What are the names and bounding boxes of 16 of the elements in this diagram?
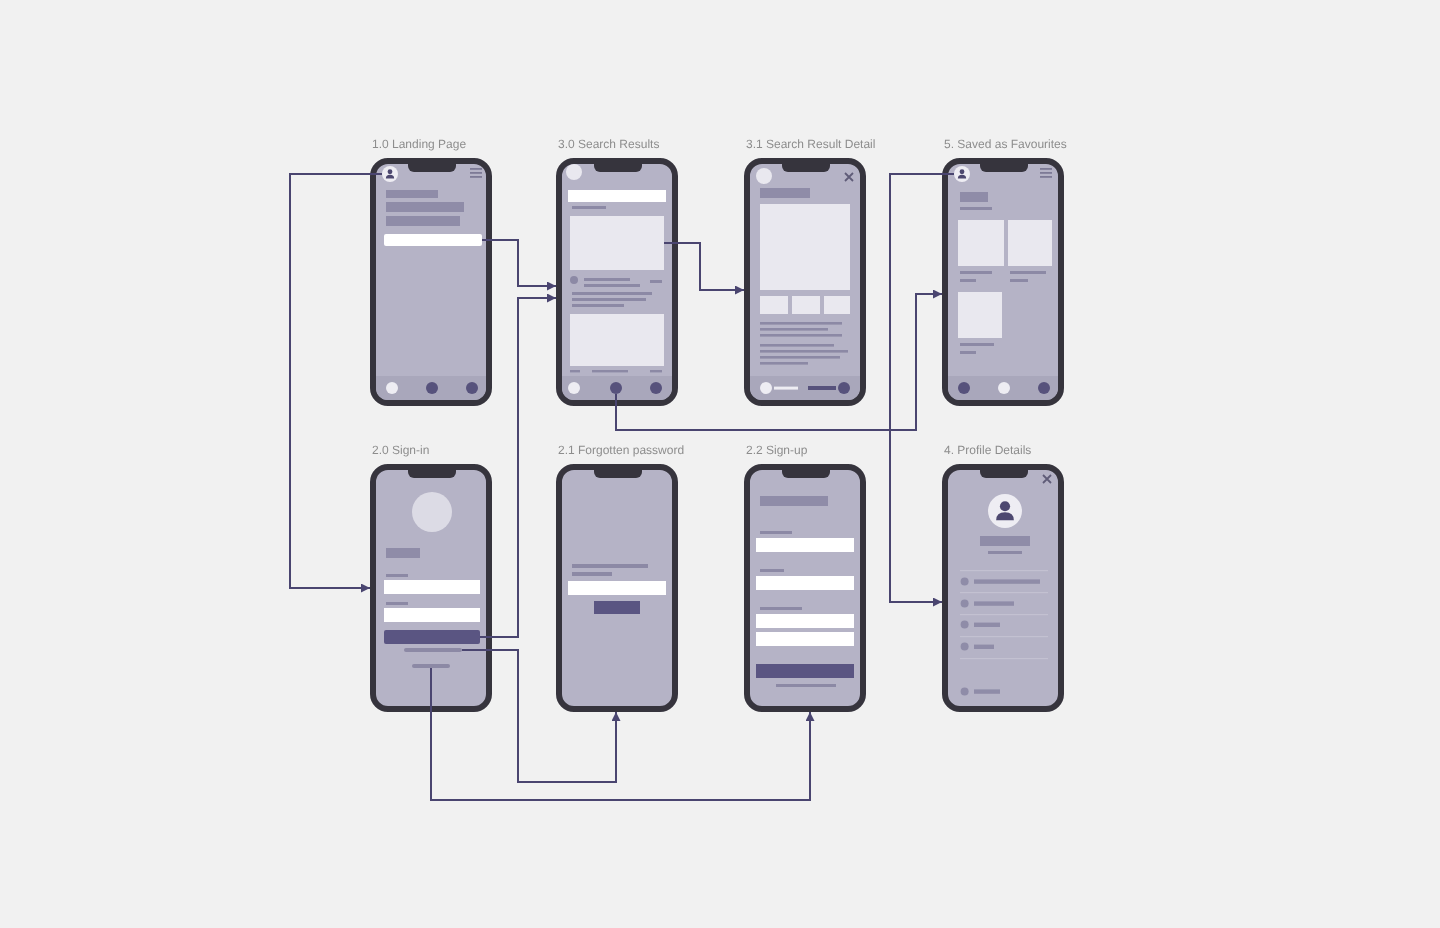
- connector-arrow: [889, 173, 955, 607]
- avatar-icon: [382, 166, 398, 182]
- connector-arrow: [430, 667, 815, 801]
- link-placeholder: [412, 664, 450, 668]
- link-placeholder: [404, 648, 462, 652]
- image-placeholder: [570, 216, 664, 270]
- button-placeholder: [384, 630, 480, 644]
- input-field: [384, 234, 482, 246]
- connector-arrow: [479, 293, 557, 638]
- connector-arrow: [481, 239, 557, 291]
- connector-arrow: [615, 289, 943, 431]
- connector-arrow: [289, 173, 383, 593]
- avatar-icon: [954, 166, 970, 182]
- connector-arrow: [461, 649, 621, 783]
- connector-arrow: [663, 242, 745, 295]
- nav-dot-icon: [610, 382, 622, 394]
